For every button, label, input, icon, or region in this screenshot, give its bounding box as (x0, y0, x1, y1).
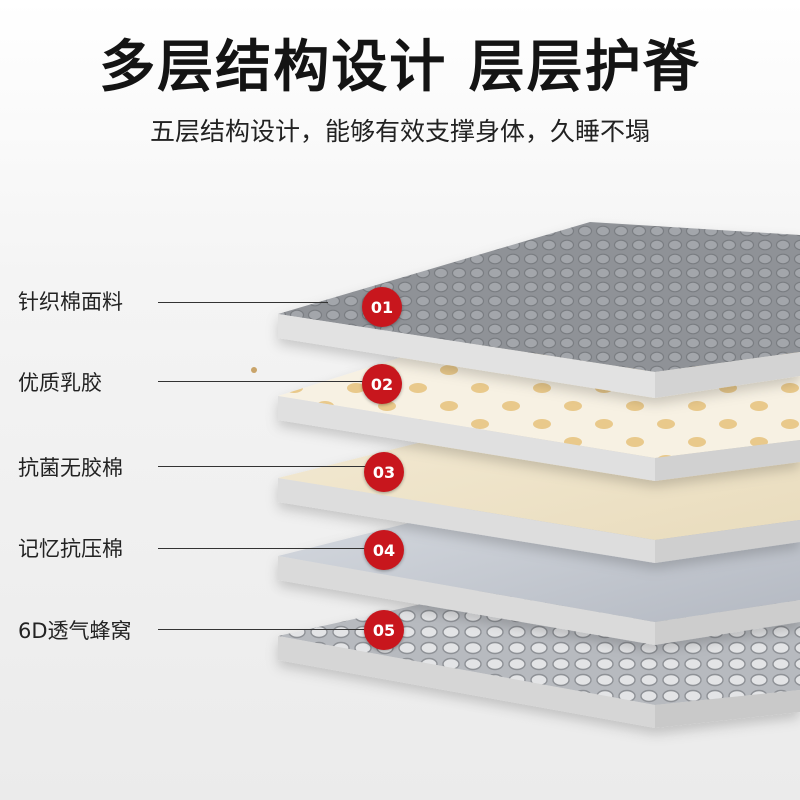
layer-label-03: 抗菌无胶棉 (18, 456, 123, 480)
headline: 多层结构设计 层层护脊 (99, 35, 701, 100)
layer-number-badge: 05 (364, 610, 404, 650)
leader-line-01 (158, 302, 328, 303)
layer-label-04: 记忆抗压棉 (18, 537, 123, 561)
leader-line-05 (158, 629, 366, 630)
layer-number-badge: 04 (364, 530, 404, 570)
leader-line-02 (158, 381, 366, 382)
decor-dot (251, 367, 257, 373)
leader-line-03 (158, 466, 366, 467)
layer-number-badge: 03 (364, 452, 404, 492)
layer-label-05: 6D透气蜂窝 (18, 619, 132, 643)
layer-01-knit-fabric (278, 222, 800, 398)
layer-label-02: 优质乳胶 (18, 371, 102, 395)
subheadline: 五层结构设计，能够有效支撑身体，久睡不塌 (149, 117, 650, 146)
layer-label-01: 针织棉面料 (18, 290, 123, 314)
leader-line-04 (158, 548, 366, 549)
layer-number-badge: 01 (362, 287, 402, 327)
layer-number-badge: 02 (362, 364, 402, 404)
